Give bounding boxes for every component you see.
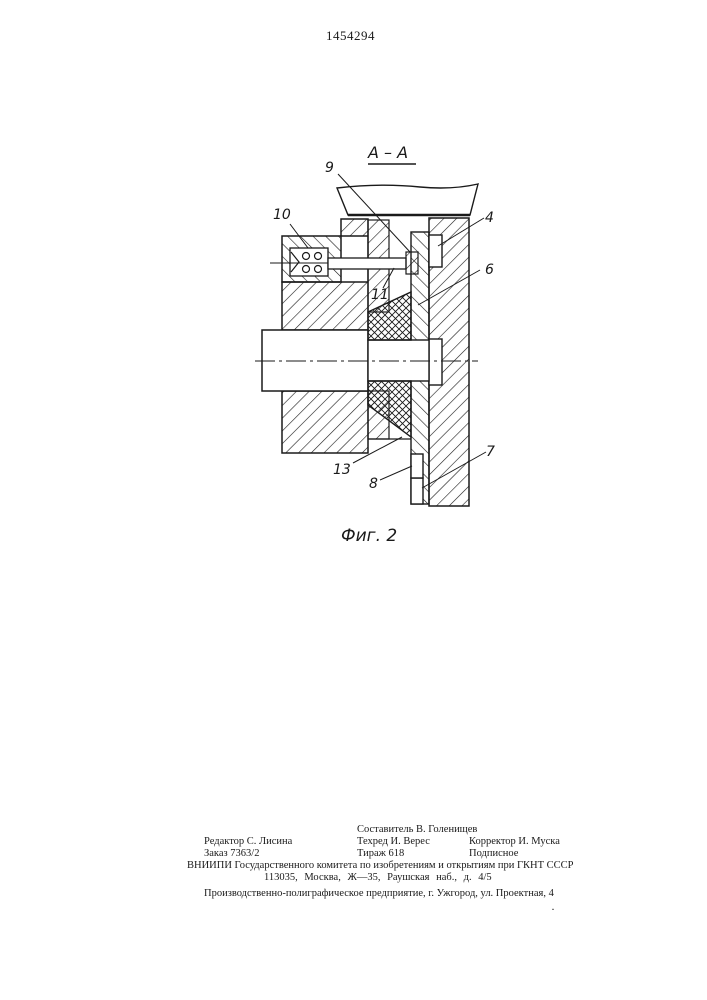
technical-drawing: A – A 9 bbox=[0, 0, 707, 560]
part-label-13: 13 bbox=[333, 462, 351, 478]
imprint-editor: Редактор С. Лисина bbox=[204, 836, 292, 848]
part-label-4: 4 bbox=[485, 210, 494, 226]
pin bbox=[328, 258, 406, 269]
part-label-10: 10 bbox=[273, 207, 291, 223]
imprint-subscription: Подписное bbox=[469, 848, 518, 860]
imprint-institute: ВНИИПИ Государственного комитета по изоб… bbox=[187, 860, 574, 872]
figure-caption: Фиг. 2 bbox=[341, 526, 397, 546]
imprint-address: 113035, Москва, Ж—35, Раушская наб., д. … bbox=[264, 872, 492, 884]
part-label-8: 8 bbox=[369, 476, 378, 492]
section-label: A – A bbox=[367, 143, 408, 162]
imprint-corrector: Корректор И. Муска bbox=[469, 836, 560, 848]
part-label-6: 6 bbox=[485, 262, 494, 278]
part-label-9: 9 bbox=[325, 160, 334, 176]
part-label-11: 11 bbox=[371, 287, 389, 303]
shaft bbox=[262, 330, 368, 391]
imprint-order: Заказ 7363/2 bbox=[204, 848, 259, 860]
imprint-printer: Производственно-полиграфическое предприя… bbox=[204, 888, 554, 900]
imprint-compiler: Составитель В. Голенищев bbox=[357, 824, 477, 836]
left-body-lower bbox=[282, 391, 368, 453]
imprint-circulation: Тираж 618 bbox=[357, 848, 404, 860]
imprint-techred: Техред И. Верес bbox=[357, 836, 430, 848]
stray-mark: · bbox=[551, 902, 555, 917]
top-frame bbox=[337, 184, 478, 215]
part-label-7: 7 bbox=[486, 444, 495, 460]
